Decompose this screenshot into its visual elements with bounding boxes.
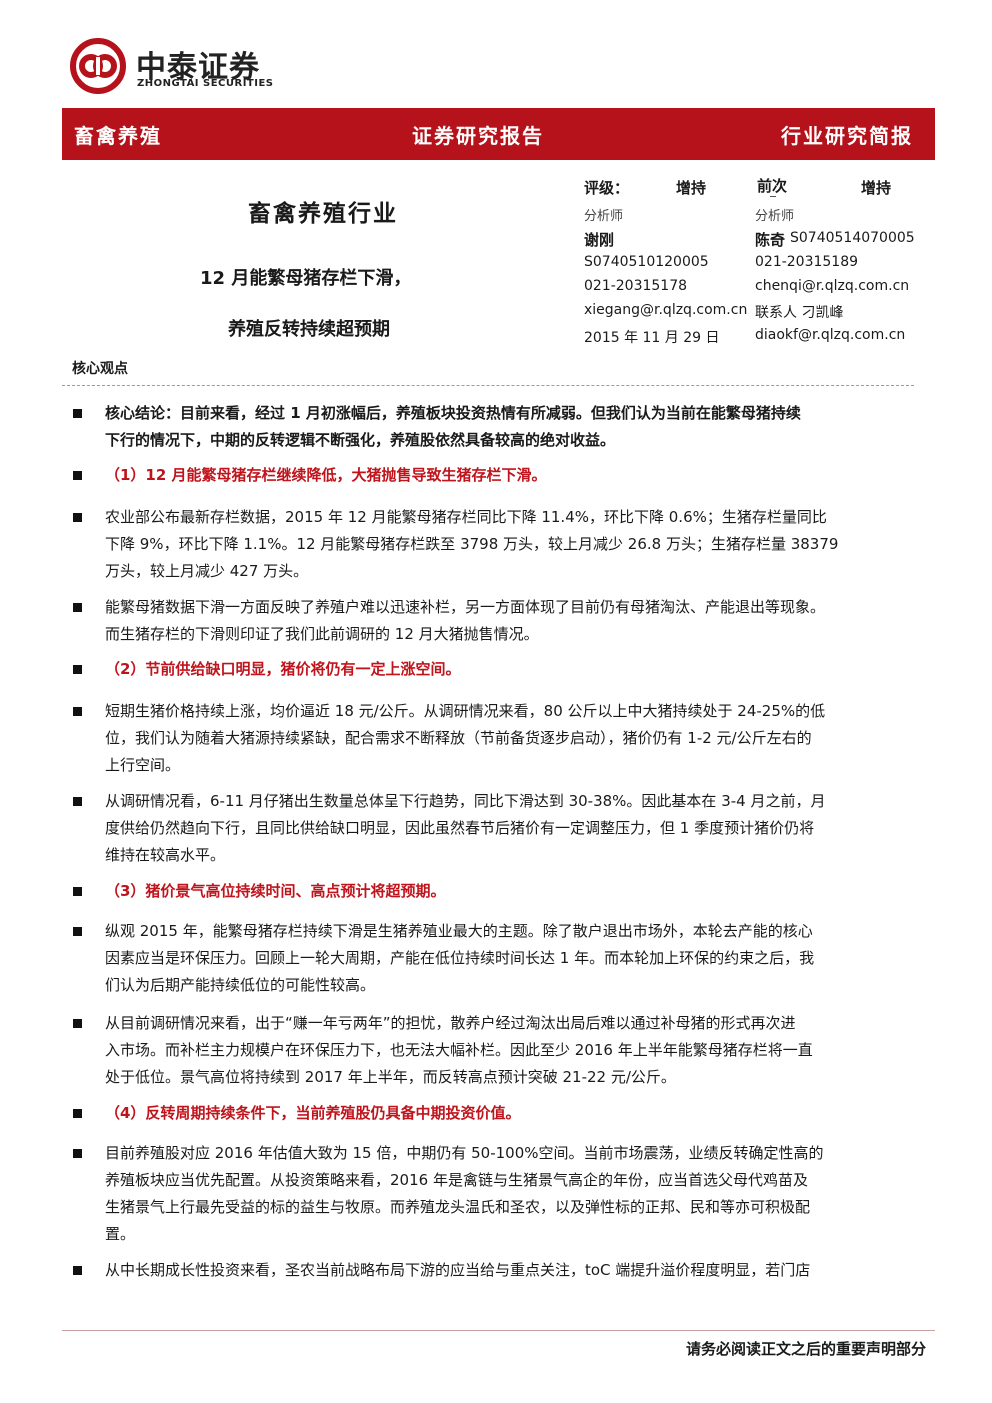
- paragraph-line: 从目前调研情况来看，出于“赚一年亏两年”的担忧，散养户经过淘汰出局后难以通过补母…: [105, 1014, 796, 1032]
- paragraph-line: 短期生猪价格持续上涨，均价逼近 18 元/公斤。从调研情况来看，80 公斤以上中…: [105, 702, 826, 720]
- analyst1-role: 分析师: [584, 209, 624, 224]
- paragraph-line: 纵观 2015 年，能繁母猪存栏持续下滑是生猪养殖业最大的主题。除了散户退出市场…: [105, 922, 813, 940]
- paragraph-line: 上行空间。: [105, 756, 181, 774]
- bullet-icon: [73, 1109, 82, 1118]
- rating-current: 增持: [676, 179, 707, 197]
- bullet-icon: [73, 797, 82, 806]
- section-heading: （2）节前供给缺口明显，猪价将仍有一定上涨空间。: [105, 660, 461, 678]
- paragraph-line: 维持在较高水平。: [105, 846, 226, 864]
- paragraph-line: 核心结论：目前来看，经过 1 月初涨幅后，养殖板块投资热情有所减弱。但我们认为当…: [105, 404, 801, 422]
- company-logo: 中泰证券 ZHONGTAI SECURITIES: [70, 38, 310, 94]
- analyst2-role: 分析师: [755, 209, 795, 224]
- core-view-label: 核心观点: [72, 361, 128, 377]
- rating-previous: 增持: [861, 179, 892, 197]
- paragraph-line: 置。: [105, 1225, 136, 1243]
- bullet-icon: [73, 1019, 82, 1028]
- contact-name: 联系人 刁凯峰: [755, 305, 844, 321]
- analyst2-license: S0740514070005: [790, 230, 915, 246]
- bullet-icon: [73, 603, 82, 612]
- rating-divider: [770, 196, 776, 197]
- section-heading: （4）反转周期持续条件下，当前养殖股仍具备中期投资价值。: [105, 1104, 521, 1122]
- paragraph-line: 农业部公布最新存栏数据，2015 年 12 月能繁母猪存栏同比下降 11.4%，…: [105, 508, 827, 526]
- bullet-icon: [73, 471, 82, 480]
- bullet-icon: [73, 707, 82, 716]
- analyst2-email: chenqi@r.qlzq.com.cn: [755, 278, 910, 294]
- bullet-icon: [73, 513, 82, 522]
- industry-title: 畜禽养殖行业: [248, 200, 398, 227]
- bullet-icon: [73, 409, 82, 418]
- banner-report-type: 证券研究报告: [412, 124, 544, 148]
- header-banner: 畜禽养殖 证券研究报告 行业研究简报: [62, 108, 935, 160]
- banner-sector: 畜禽养殖: [74, 124, 162, 148]
- paragraph-line: 而生猪存栏的下滑则印证了我们此前调研的 12 月大猪抛售情况。: [105, 625, 539, 643]
- paragraph-line: 能繁母猪数据下滑一方面反映了养殖户难以迅速补栏，另一方面体现了目前仍有母猪淘汰、…: [105, 598, 826, 616]
- core-view-divider: [62, 385, 914, 386]
- logo-name-en: ZHONGTAI SECURITIES: [137, 78, 274, 89]
- paragraph-line: 养殖板块应当优先配置。从投资策略来看，2016 年是禽链与生猪景气高企的年份，应…: [105, 1171, 808, 1189]
- footer-disclaimer: 请务必阅读正文之后的重要声明部分: [685, 1340, 926, 1358]
- bullet-icon: [73, 1149, 82, 1158]
- logo-name-cn: 中泰证券: [136, 50, 260, 85]
- contact-email: diaokf@r.qlzq.com.cn: [755, 327, 906, 343]
- section-heading: （3）猪价景气高位持续时间、高点预计将超预期。: [105, 882, 446, 900]
- paragraph-line: 从中长期成长性投资来看，圣农当前战略布局下游的应当给与重点关注，toC 端提升溢…: [105, 1261, 811, 1279]
- paragraph-line: 从调研情况看，6-11 月仔猪出生数量总体呈下行趋势，同比下滑达到 30-38%…: [105, 792, 826, 810]
- paragraph-line: 下行的情况下，中期的反转逻辑不断强化，养殖股依然具备较高的绝对收益。: [105, 431, 616, 449]
- logo-mark-icon: [70, 38, 126, 94]
- footer-divider: [62, 1330, 935, 1331]
- bullet-icon: [73, 1266, 82, 1275]
- bullet-icon: [73, 665, 82, 674]
- bullet-icon: [73, 927, 82, 936]
- analyst1-name: 谢刚: [584, 231, 615, 249]
- analyst1-email: xiegang@r.qlzq.com.cn: [584, 302, 748, 318]
- bullet-icon: [73, 887, 82, 896]
- paragraph-line: 处于低位。景气高位将持续到 2017 年上半年，而反转高点预计突破 21-22 …: [105, 1068, 676, 1086]
- analyst2-phone: 021-20315189: [755, 254, 859, 270]
- banner-category: 行业研究简报: [781, 124, 913, 148]
- paragraph-line: 度供给仍然趋向下行，且同比供给缺口明显，因此虽然春节后猪价有一定调整压力，但 1…: [105, 819, 815, 837]
- analyst1-phone: 021-20315178: [584, 278, 688, 294]
- paragraph-line: 下降 9%，环比下降 1.1%。12 月能繁母猪存栏跌至 3798 万头，较上月…: [105, 535, 839, 553]
- analyst1-license: S0740510120005: [584, 254, 709, 270]
- report-date: 2015 年 11 月 29 日: [584, 330, 720, 346]
- rating-previous-label: 前次: [757, 177, 788, 195]
- report-title-line2: 养殖反转持续超预期: [228, 319, 390, 340]
- paragraph-line: 位，我们认为随着大猪源持续紧缺，配合需求不断释放（节前备货逐步启动），猪价仍有 …: [105, 729, 812, 747]
- analyst2-name: 陈奇: [755, 231, 786, 249]
- paragraph-line: 们认为后期产能持续低位的可能性较高。: [105, 976, 376, 994]
- paragraph-line: 生猪景气上行最先受益的标的益生与牧原。而养殖龙头温氏和圣农，以及弹性标的正邦、民…: [105, 1198, 811, 1216]
- paragraph-line: 入市场。而补栏主力规模户在环保压力下，也无法大幅补栏。因此至少 2016 年上半…: [105, 1041, 813, 1059]
- report-title-line1: 12 月能繁母猪存栏下滑，: [200, 268, 412, 289]
- paragraph-line: 目前养殖股对应 2016 年估值大致为 15 倍，中期仍有 50-100%空间。…: [105, 1144, 824, 1162]
- rating-label: 评级：: [584, 179, 630, 197]
- section-heading: （1）12 月能繁母猪存栏继续降低，大猪抛售导致生猪存栏下滑。: [105, 466, 547, 484]
- paragraph-line: 万头，较上月减少 427 万头。: [105, 562, 309, 580]
- paragraph-line: 因素应当是环保压力。回顾上一轮大周期，产能在低位持续时间长达 1 年。而本轮加上…: [105, 949, 815, 967]
